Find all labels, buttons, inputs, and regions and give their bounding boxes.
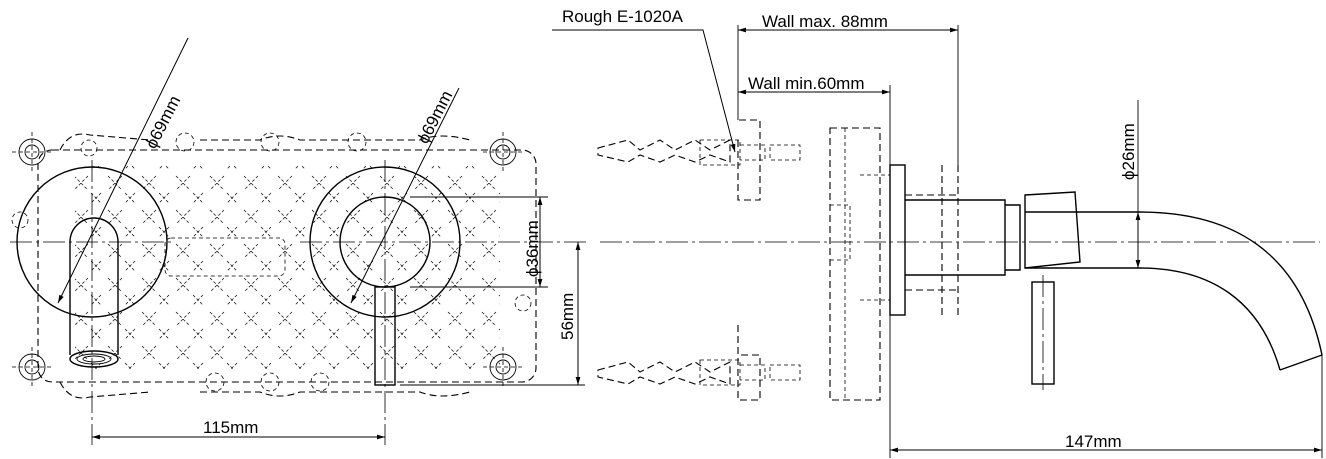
left-plate-diameter-leader: [57, 37, 189, 304]
rough-in-valve-body: [829, 127, 881, 401]
screw-top-left: [12, 132, 52, 172]
wall-min-dimension: [738, 85, 891, 165]
rough-leader: [552, 29, 736, 153]
mounting-screws: [11, 132, 532, 392]
screw-top-right: [483, 132, 523, 172]
vertical-offset-dimension: [400, 242, 585, 386]
rough-in-label: Rough E-1020A: [562, 7, 684, 26]
wall-max-label: Wall max. 88mm: [762, 12, 888, 31]
handle-diameter-label: ϕ36mm: [523, 220, 542, 277]
wall-sleeve: [905, 165, 960, 315]
rough-in-anchor-bottom: [597, 325, 801, 401]
right-plate-diameter-label: ϕ69mm: [414, 88, 457, 147]
valve-body-detail: [830, 128, 890, 400]
handle-diameter-dimension: [410, 196, 548, 288]
wall-plate: [889, 164, 906, 316]
rough-in-anchor-top: [597, 119, 801, 201]
spout: [905, 191, 1323, 390]
vertical-offset-label: 56mm: [558, 293, 577, 340]
screw-bottom-right: [483, 347, 523, 387]
spout-cover-plate: [10, 160, 175, 445]
wall-min-label: Wall min.60mm: [748, 74, 865, 93]
center-distance-label: 115mm: [203, 418, 258, 437]
screw-bottom-left: [12, 347, 52, 387]
side-view: Rough E-1020A Wall max. 88mm Wall min.60…: [552, 7, 1323, 458]
rough-in-body-outline: [37, 133, 537, 399]
spout-diameter-label: ϕ26mm: [1119, 123, 1138, 180]
spout-reach-dimension: [889, 315, 1323, 458]
wall-max-dimension: [737, 25, 959, 165]
right-plate-diameter-leader: [350, 87, 460, 304]
left-plate-diameter-label: ϕ69mm: [142, 93, 185, 152]
spout-reach-label: 147mm: [1065, 432, 1122, 451]
front-view: ϕ69mm ϕ69mm ϕ36mm 56mm 115mm: [10, 37, 590, 445]
